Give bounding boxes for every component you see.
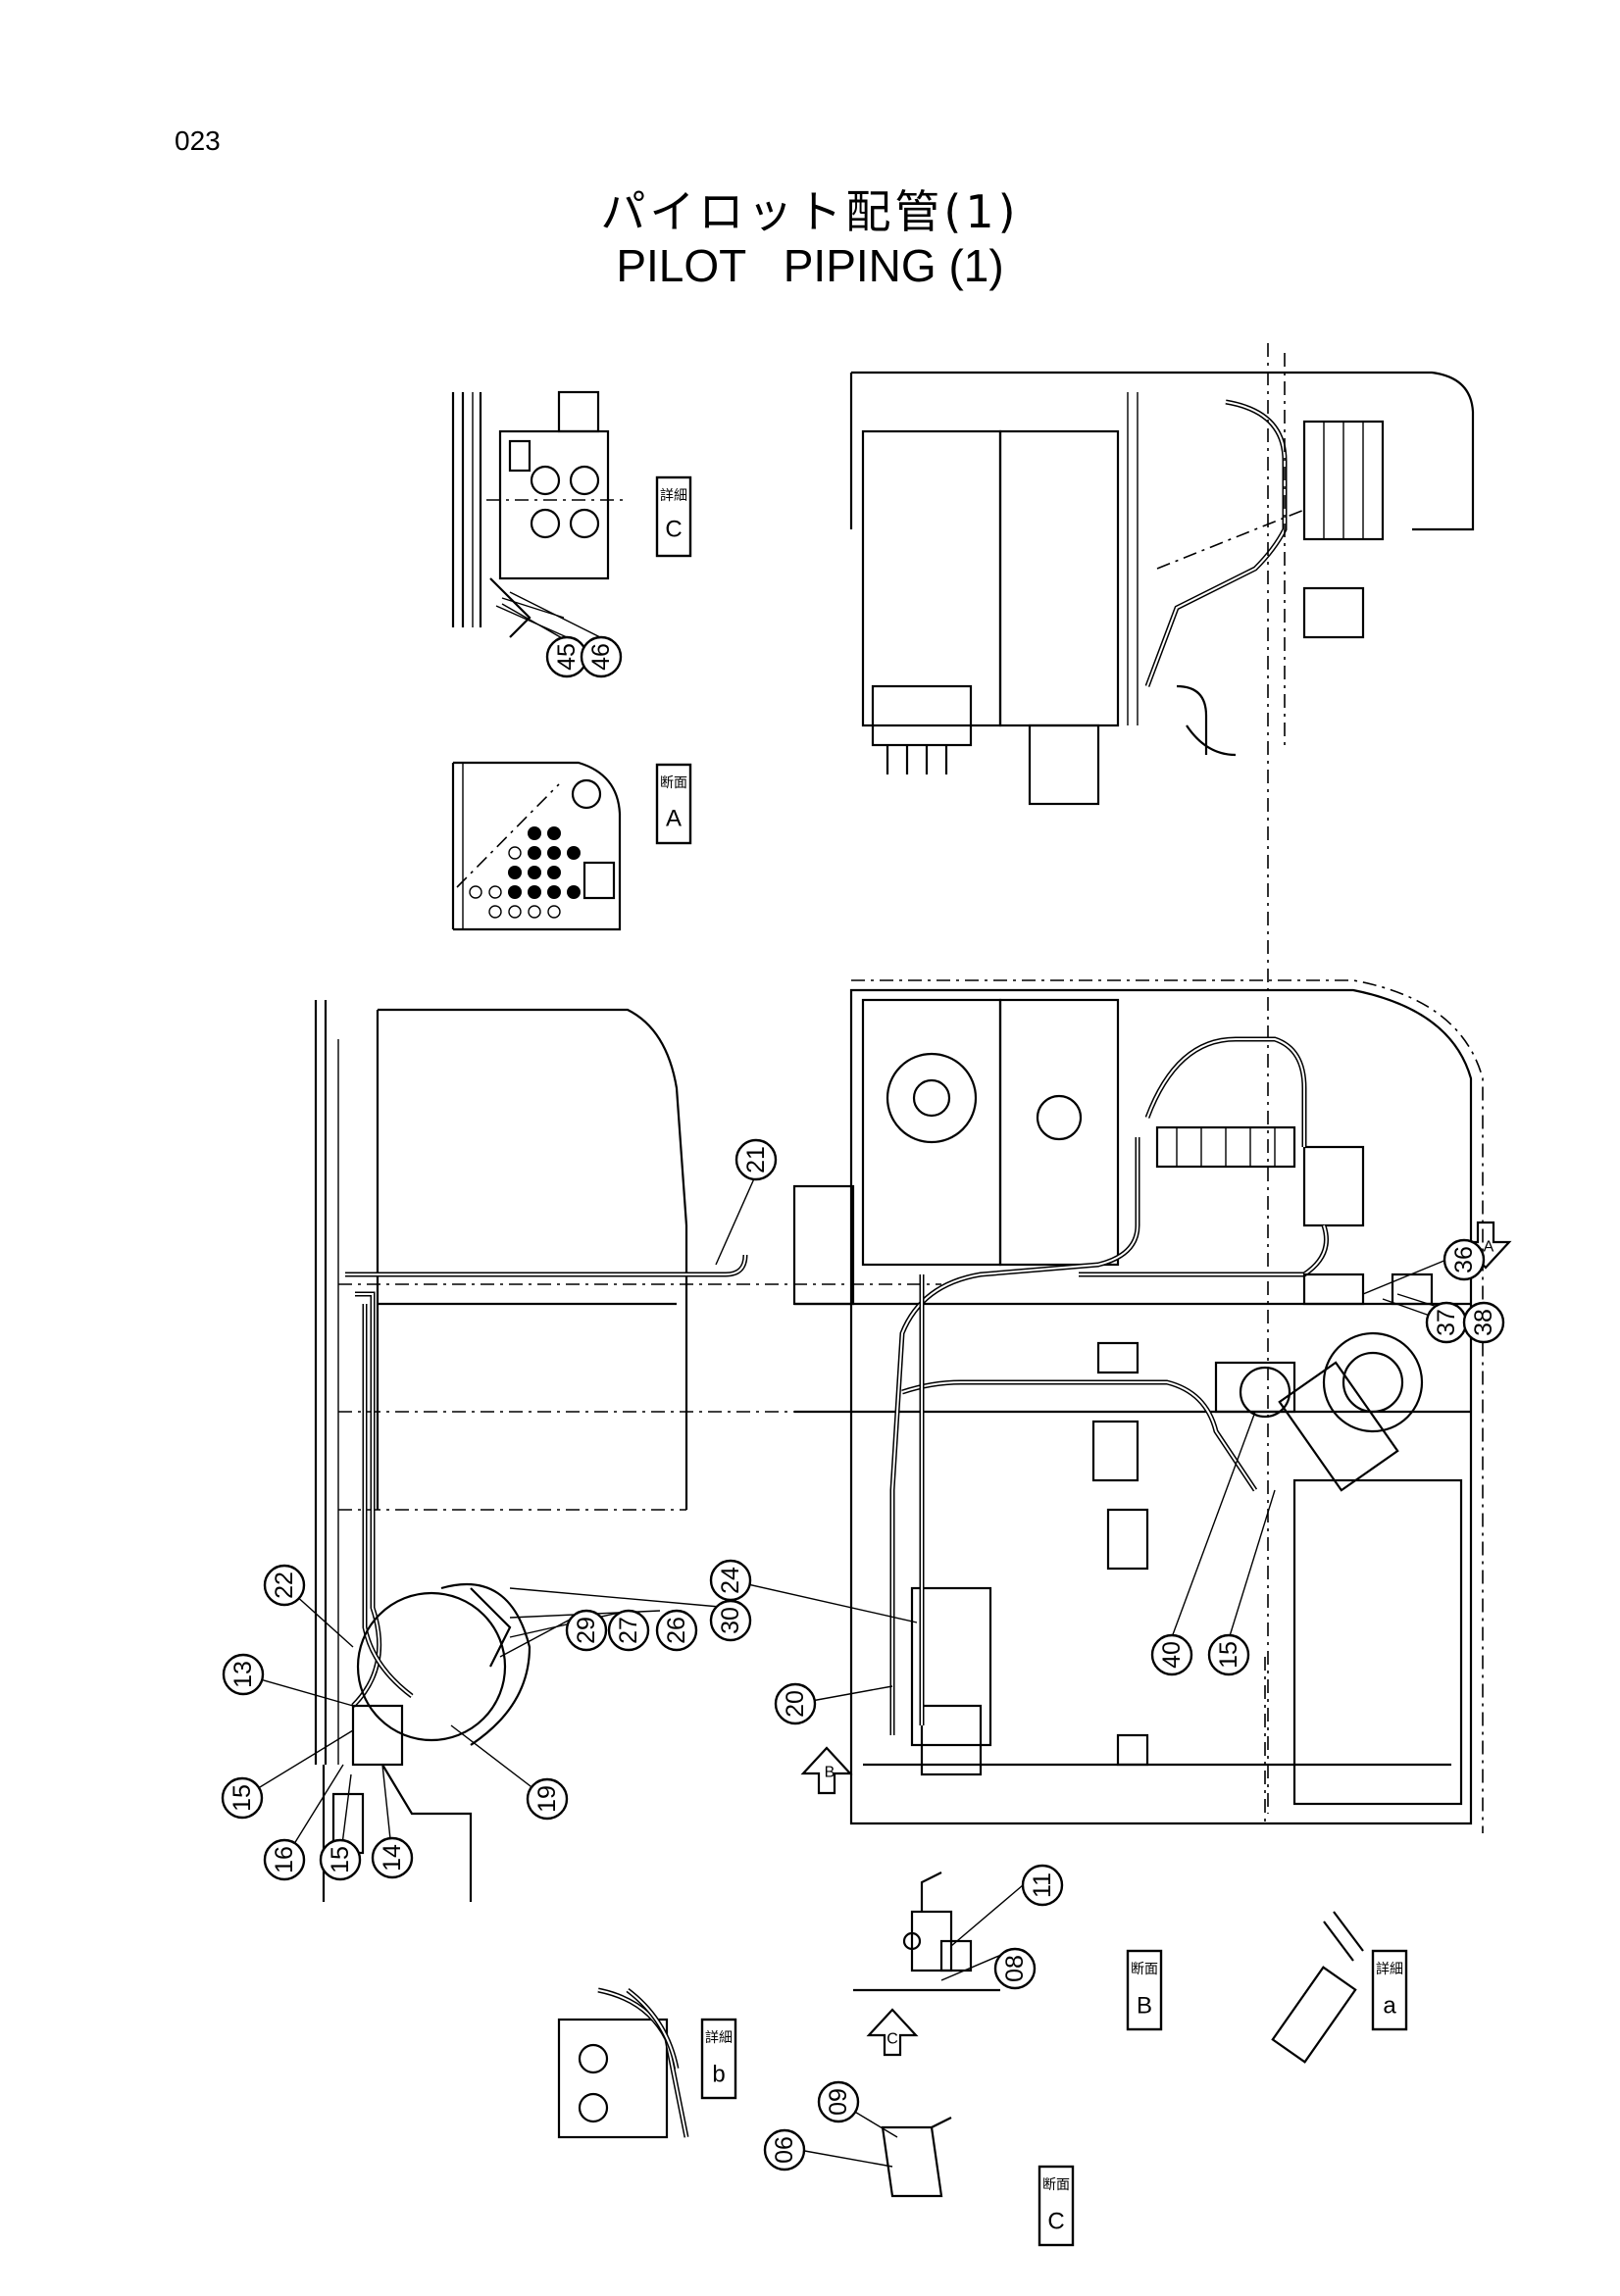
callout-15-left-b: 15: [319, 1838, 362, 1881]
svg-text:45: 45: [553, 643, 581, 671]
svg-text:断面: 断面: [660, 774, 687, 790]
svg-text:36: 36: [1450, 1246, 1478, 1273]
callout-46: 46: [580, 635, 623, 678]
callout-20: 20: [774, 1682, 817, 1725]
section-a-drawing: [451, 761, 622, 931]
svg-text:40: 40: [1158, 1641, 1186, 1669]
callout-27: 27: [607, 1609, 650, 1652]
callout-09: 09: [817, 2080, 860, 2123]
svg-text:a: a: [1383, 1993, 1396, 2020]
leader-lines: [241, 591, 1485, 2168]
svg-text:B: B: [825, 1765, 835, 1781]
lower-plan-view: [792, 979, 1484, 1833]
svg-text:15: 15: [1215, 1641, 1242, 1669]
view-arrow-c: C: [866, 2008, 919, 2057]
detail-a-drawing: [1271, 1911, 1364, 2064]
callout-16: 16: [263, 1838, 306, 1881]
svg-text:A: A: [1484, 1239, 1494, 1256]
callout-11: 11: [1021, 1864, 1064, 1907]
upper-plan-view: [849, 353, 1475, 806]
callout-06: 06: [763, 2128, 806, 2171]
view-arrow-b: B: [800, 1746, 853, 1795]
svg-text:A: A: [666, 806, 682, 832]
svg-text:22: 22: [271, 1572, 298, 1599]
page-title-english: PILOT PIPING (1): [616, 240, 1004, 291]
svg-text:14: 14: [379, 1844, 406, 1872]
svg-text:27: 27: [615, 1617, 642, 1644]
section-b-tag: 断面 B: [1126, 1949, 1163, 2031]
detail-c-drawing: [451, 390, 628, 640]
detail-c-tag: 詳細 C: [655, 475, 692, 558]
svg-text:C: C: [665, 517, 682, 543]
svg-text:断面: 断面: [1042, 2176, 1070, 2192]
callout-29: 29: [565, 1609, 608, 1652]
section-c-drawing: [881, 2117, 952, 2198]
section-c-tag: 断面 C: [1038, 2165, 1075, 2247]
detail-b-drawing: [557, 1987, 689, 2139]
callout-21: 21: [734, 1138, 778, 1181]
callout-08: 08: [993, 1947, 1037, 1990]
svg-text:29: 29: [573, 1617, 600, 1644]
callout-37: 37: [1425, 1301, 1468, 1344]
svg-text:08: 08: [1001, 1955, 1029, 1982]
svg-text:詳細: 詳細: [705, 2029, 733, 2045]
svg-text:詳細: 詳細: [660, 487, 687, 503]
svg-text:20: 20: [782, 1690, 809, 1718]
svg-text:26: 26: [663, 1617, 690, 1644]
svg-text:b: b: [712, 2062, 725, 2088]
detail-b-tag: 詳細 b: [700, 2018, 737, 2100]
callout-38: 38: [1462, 1301, 1505, 1344]
svg-text:断面: 断面: [1131, 1961, 1158, 1976]
svg-text:15: 15: [327, 1846, 354, 1873]
left-side-view: [314, 1000, 941, 1902]
svg-text:37: 37: [1433, 1309, 1460, 1336]
svg-text:21: 21: [742, 1146, 770, 1173]
callout-22: 22: [263, 1564, 306, 1607]
svg-text:11: 11: [1029, 1872, 1056, 1898]
callout-14: 14: [371, 1836, 414, 1879]
callout-19: 19: [526, 1777, 569, 1821]
callout-13: 13: [222, 1653, 265, 1696]
svg-text:09: 09: [825, 2088, 852, 2116]
svg-text:B: B: [1137, 1993, 1152, 2020]
callout-30: 30: [709, 1599, 752, 1642]
svg-text:19: 19: [533, 1785, 561, 1813]
svg-text:詳細: 詳細: [1376, 1961, 1403, 1976]
svg-text:15: 15: [228, 1784, 256, 1812]
svg-text:38: 38: [1470, 1309, 1497, 1336]
detail-a-tag: 詳細 a: [1371, 1949, 1408, 2031]
svg-text:46: 46: [587, 643, 615, 671]
callout-45: 45: [545, 635, 588, 678]
svg-text:06: 06: [771, 2136, 798, 2164]
svg-text:C: C: [1047, 2209, 1064, 2235]
section-b-drawing: [853, 1872, 1000, 1992]
section-a-tag: 断面 A: [655, 763, 692, 845]
svg-text:C: C: [886, 2031, 898, 2048]
callout-24: 24: [709, 1559, 752, 1602]
svg-text:16: 16: [271, 1846, 298, 1873]
svg-text:24: 24: [717, 1567, 744, 1594]
callout-36: 36: [1443, 1238, 1486, 1281]
callout-26: 26: [655, 1609, 698, 1652]
svg-text:13: 13: [229, 1661, 257, 1688]
callout-15-right: 15: [1207, 1633, 1250, 1676]
callout-40: 40: [1150, 1633, 1193, 1676]
svg-text:30: 30: [717, 1607, 744, 1634]
page-number: 023: [175, 125, 221, 156]
page-title-japanese: パイロット配管(1): [600, 185, 1020, 238]
callout-15-left-a: 15: [221, 1776, 264, 1820]
